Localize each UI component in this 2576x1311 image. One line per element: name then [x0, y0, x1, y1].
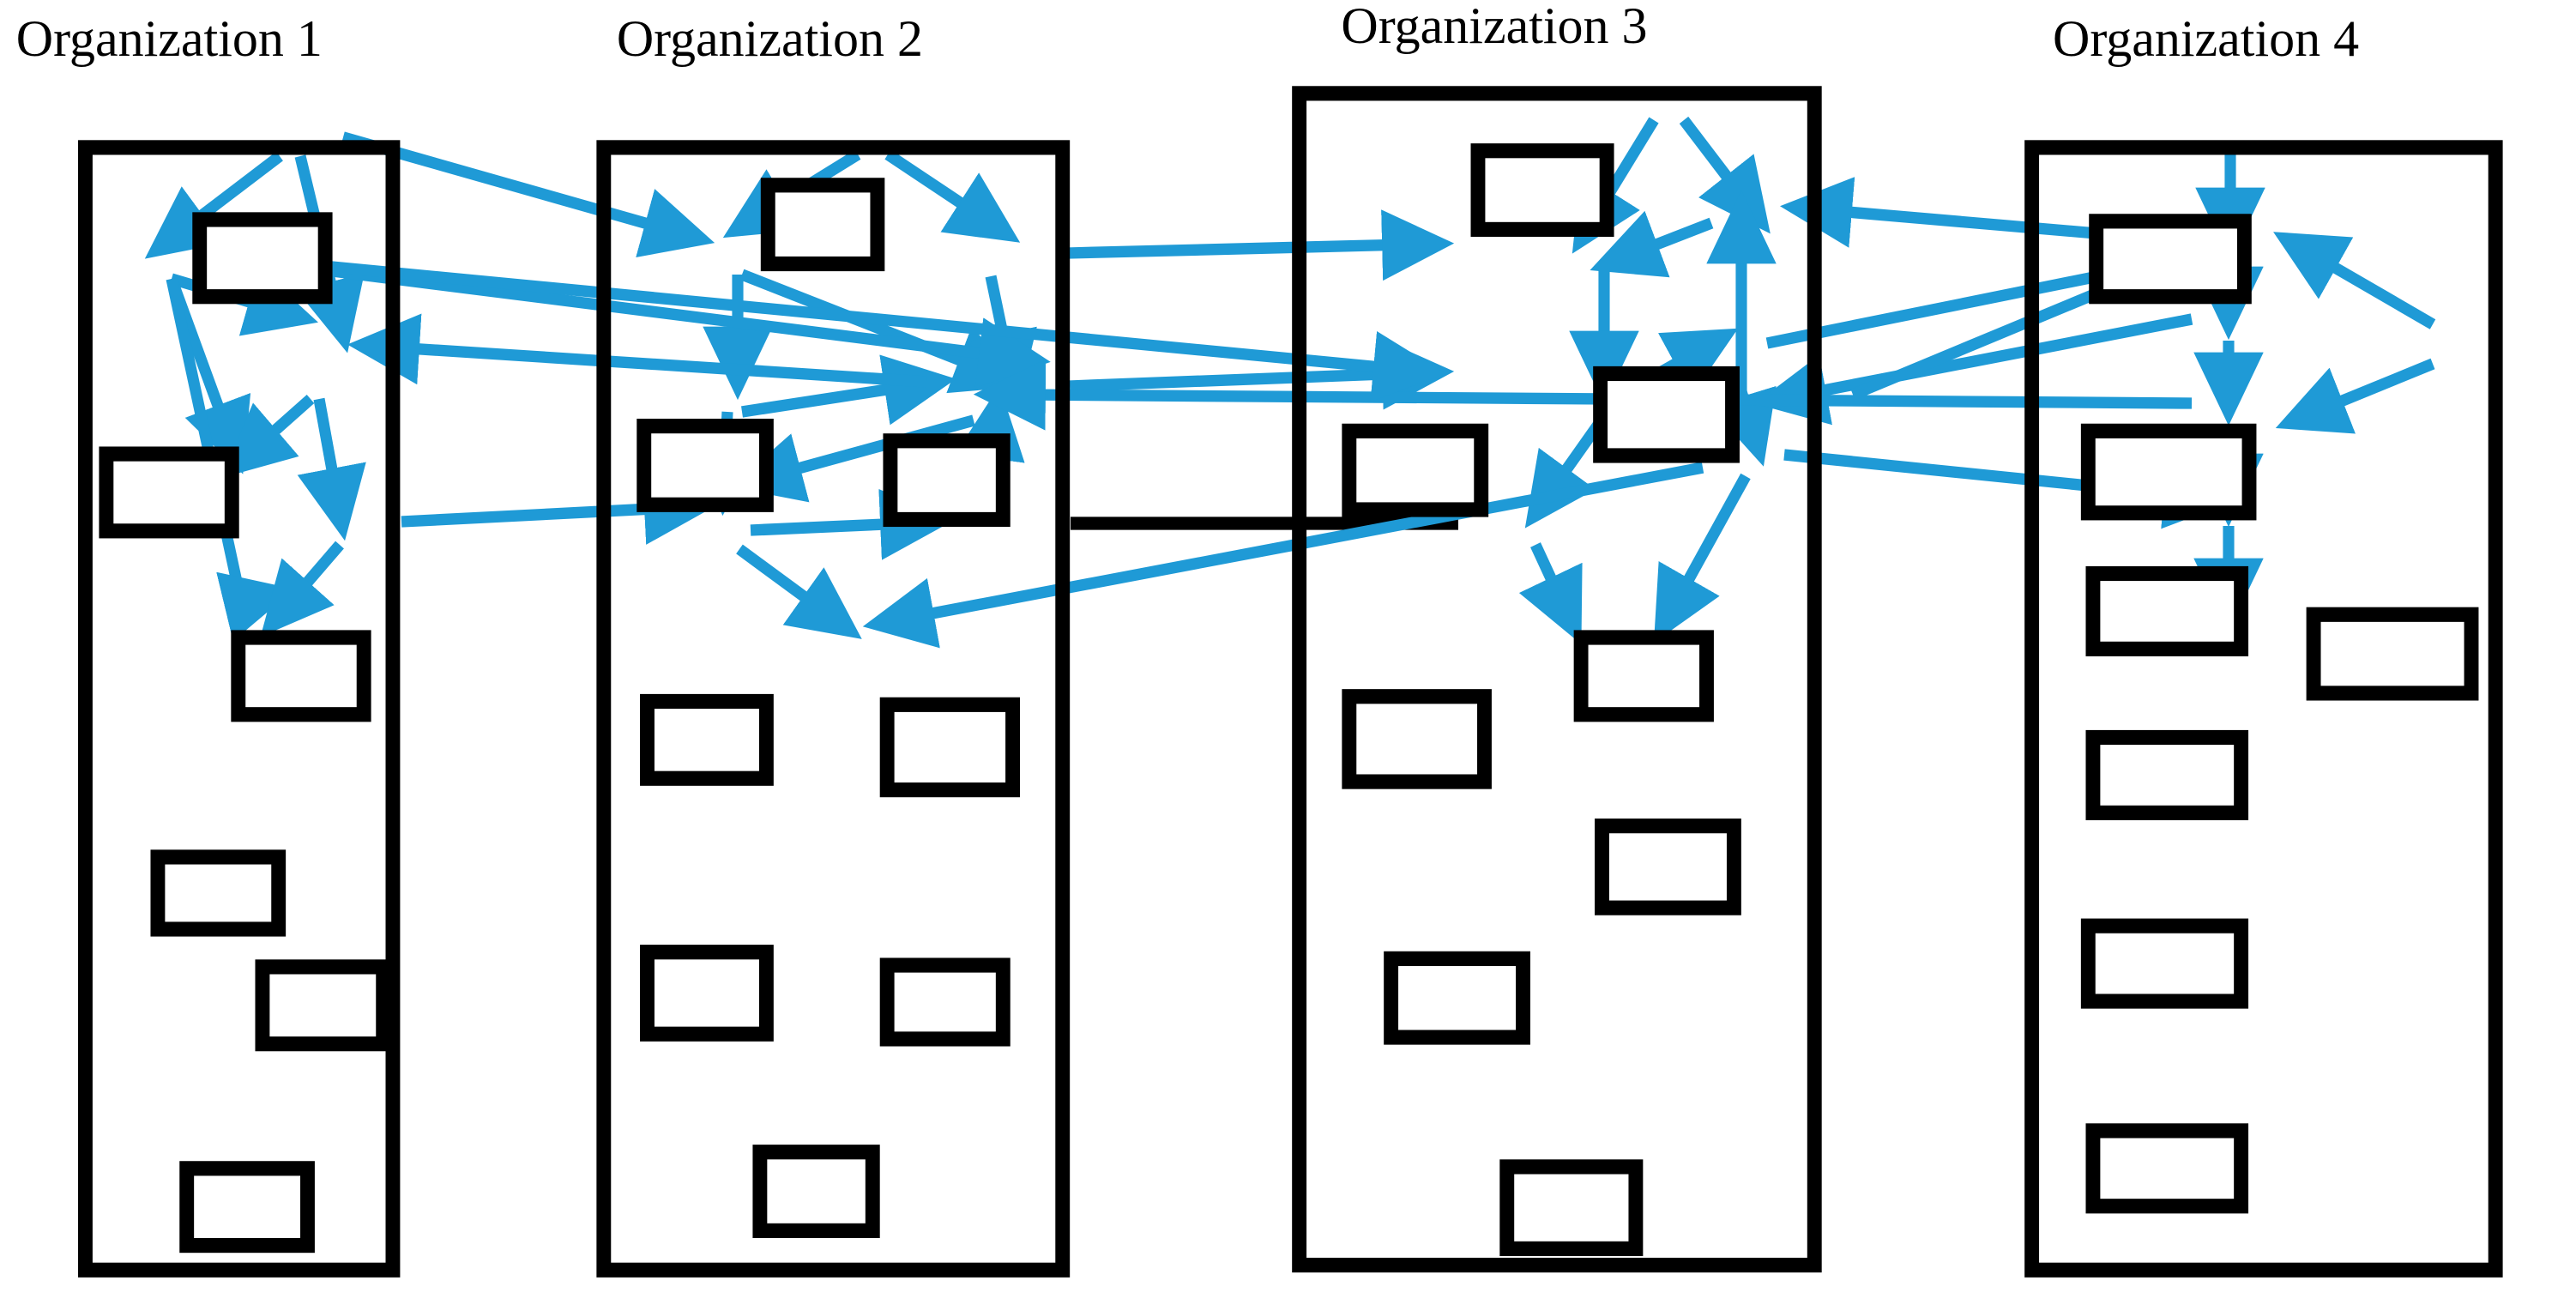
org3-frame: [1292, 86, 1822, 1273]
edge-o1n2-o3n5: [232, 251, 1445, 402]
edge-o3n1-o3n2: [1679, 116, 1771, 234]
node-o2n2[interactable]: [636, 419, 774, 512]
edge-o2n4-o2n5: [741, 354, 956, 426]
node-o2n7[interactable]: [879, 958, 1010, 1047]
node-o1n2[interactable]: [99, 446, 239, 539]
org2-title: Organization 2: [616, 10, 923, 68]
node-o2n4[interactable]: [640, 693, 774, 786]
edge-o2n1-o2n3: [884, 149, 1021, 243]
edge-o2n5-o3n5: [1069, 338, 1455, 410]
edge-o2n3-o3n3: [1067, 209, 1455, 281]
org4-nodes: [2080, 214, 2479, 1214]
org3-title: Organization 3: [1341, 0, 1648, 54]
org1-frame: [78, 140, 401, 1278]
node-o4n5[interactable]: [2080, 918, 2249, 1009]
node-o4n6[interactable]: [2085, 1123, 2249, 1214]
edge-o2n3-o2n5: [968, 275, 1037, 406]
node-o3n6[interactable]: [1595, 819, 1741, 915]
edge-o1n3-o1n5: [297, 397, 366, 541]
node-o4n7[interactable]: [2306, 607, 2479, 701]
edge-o3n2-o3n3: [1590, 210, 1714, 278]
node-o3n4[interactable]: [1573, 630, 1714, 722]
edge-o1n2-o1n6: [166, 277, 248, 607]
node-o3n5[interactable]: [1342, 689, 1492, 789]
node-o2n1[interactable]: [760, 178, 885, 272]
org4-frame: [2024, 140, 2503, 1278]
org3-nodes: [1342, 143, 1741, 1257]
edge-o4n7-o4n4: [2275, 358, 2435, 434]
edge-o4n3-o3n4: [1754, 313, 2193, 426]
node-o1n5[interactable]: [255, 959, 391, 1052]
org2-nodes: [636, 178, 1021, 1239]
node-o3n2[interactable]: [1593, 366, 1740, 463]
edge-o2n6-o2n8: [736, 544, 862, 639]
edge-o1n5-o2n6: [401, 474, 717, 545]
node-o2n6[interactable]: [640, 945, 774, 1042]
node-o2n3[interactable]: [883, 433, 1010, 528]
edge-o2n5-o2n6: [730, 414, 975, 503]
node-o1n1[interactable]: [192, 212, 333, 305]
edge-o2n6-o2n7: [750, 488, 953, 560]
edge-o1n3-o1n4: [221, 394, 315, 478]
org4-title: Organization 4: [2053, 10, 2360, 68]
org1-nodes: [99, 212, 391, 1254]
node-o3n8[interactable]: [1499, 1159, 1644, 1257]
edge-o2n4-o1n3: [347, 313, 927, 388]
org-frames: [78, 86, 2503, 1278]
node-o3n3[interactable]: [1342, 423, 1489, 517]
org1-title: Organization 1: [15, 10, 323, 68]
edge-o1n4-o1n6: [216, 571, 295, 642]
node-o4n1[interactable]: [2089, 214, 2252, 305]
edge-o3n6-o3n8: [1653, 473, 1751, 643]
edge-o4n7-o4n2: [2273, 232, 2436, 329]
org2-frame: [596, 140, 1071, 1278]
node-o2n8[interactable]: [752, 1145, 880, 1239]
node-o4n4[interactable]: [2085, 729, 2249, 820]
node-o3n7[interactable]: [1384, 951, 1530, 1045]
edge-o1n5-o1n6: [260, 541, 344, 637]
node-o4n2[interactable]: [2080, 423, 2257, 521]
node-o3n1[interactable]: [1470, 143, 1614, 237]
node-o1n4[interactable]: [150, 849, 287, 937]
node-o4n3[interactable]: [2085, 565, 2249, 656]
node-o2n5[interactable]: [879, 697, 1021, 798]
edge-o3n7-o3n8: [1518, 542, 1583, 644]
node-o1n6[interactable]: [179, 1161, 315, 1254]
node-o1n3[interactable]: [231, 630, 371, 722]
